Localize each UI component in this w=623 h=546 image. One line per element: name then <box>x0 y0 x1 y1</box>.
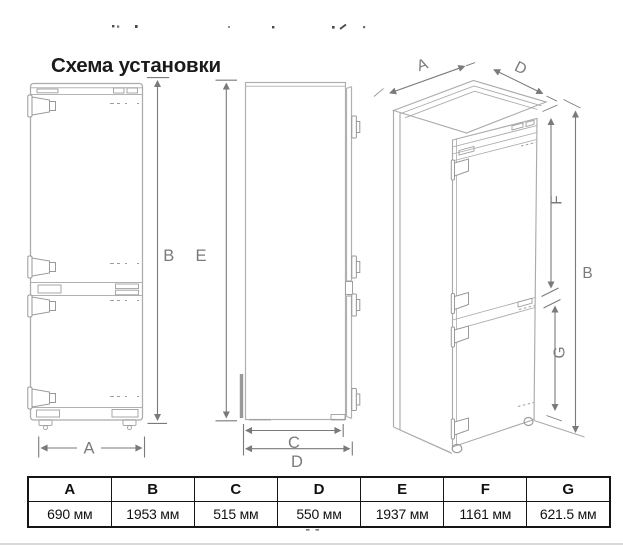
bottom-divider <box>0 543 623 545</box>
dim-f-perspective: F <box>541 104 566 309</box>
table-value-cell-e: 1937 мм <box>360 501 445 528</box>
perspective-hinges <box>450 158 469 440</box>
page-title: Схема установки <box>51 54 221 77</box>
table-header-cell-e: E <box>360 476 445 502</box>
table-header-row: A B C D E F G <box>27 476 611 502</box>
dim-label-g-perspective: G <box>552 346 569 358</box>
dim-c-side: C <box>242 424 344 456</box>
dim-b-perspective: B <box>563 99 593 433</box>
dim-label-c-side: C <box>288 434 300 452</box>
front-hinges <box>27 94 56 410</box>
table-header-cell-g: G <box>526 476 611 502</box>
side-view <box>239 81 384 421</box>
dim-d-side: D <box>245 441 353 471</box>
dim-label-d-side: D <box>291 453 303 471</box>
dim-label-f-perspective: F <box>549 195 566 204</box>
table-value-cell-a: 690 мм <box>27 501 112 528</box>
page-footer-marks <box>306 529 319 531</box>
table-header-cell-a: A <box>27 476 112 502</box>
side-hinges <box>351 115 361 411</box>
dim-label-b-front: B <box>163 247 174 265</box>
table-header-cell-b: B <box>110 476 195 502</box>
table-header-cell-d: D <box>276 476 362 502</box>
dim-b-front: B <box>147 77 174 424</box>
dim-label-b-perspective: B <box>582 265 592 282</box>
dimensions-table: A B C D E F G 690 мм 1953 мм 515 мм 550 … <box>27 476 611 528</box>
front-view <box>27 82 144 431</box>
dim-e-side: E <box>195 79 237 422</box>
dim-label-d-perspective: D <box>512 58 530 78</box>
table-header-cell-f: F <box>443 476 528 502</box>
dim-label-a-perspective: A <box>415 55 431 75</box>
dim-a-front: A <box>38 436 146 458</box>
cropped-text-fragments <box>112 23 366 30</box>
table-value-cell-c: 515 мм <box>193 501 278 528</box>
table-value-row: 690 мм 1953 мм 515 мм 550 мм 1937 мм 116… <box>27 501 611 528</box>
table-value-cell-b: 1953 мм <box>110 501 195 528</box>
table-value-cell-f: 1161 мм <box>443 501 528 528</box>
side-back-bar <box>239 374 244 418</box>
dim-label-a-front: A <box>83 440 94 458</box>
table-value-cell-d: 550 мм <box>276 501 362 528</box>
table-value-cell-g: 621.5 мм <box>526 501 611 528</box>
perspective-view <box>391 79 585 454</box>
dim-label-e-side: E <box>195 247 206 265</box>
table-header-cell-c: C <box>193 476 278 502</box>
dim-g-perspective: G <box>546 305 569 422</box>
